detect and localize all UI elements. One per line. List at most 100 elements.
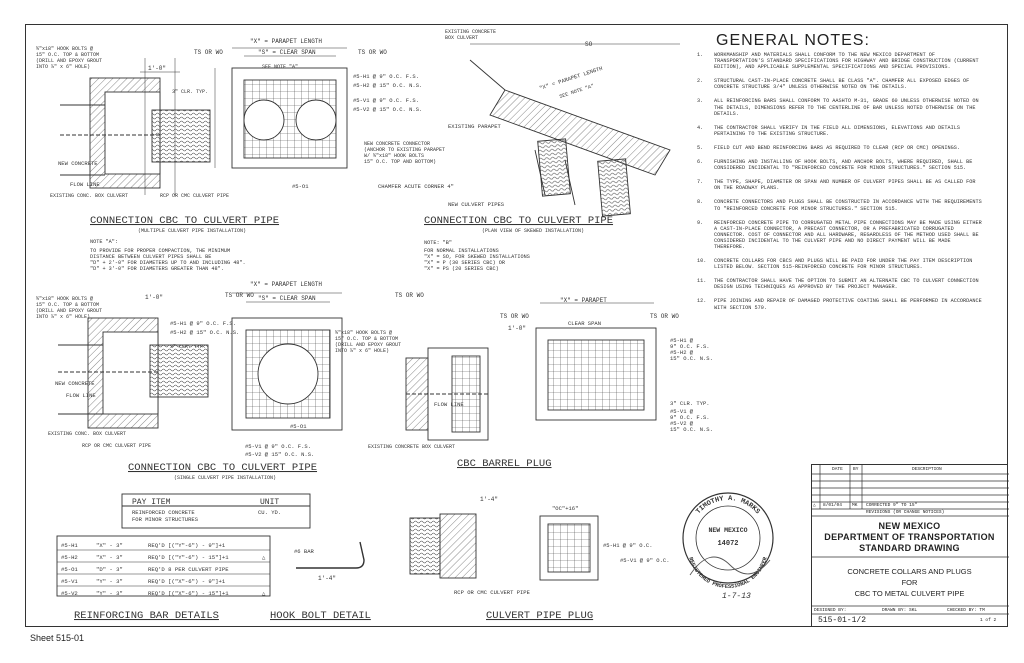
tb-header-date: DATE (832, 467, 843, 472)
general-note-number: 7. (697, 179, 704, 186)
tb-drawing-number: 515-01-1/2 (818, 616, 867, 625)
tb-agency-2: DEPARTMENT OF TRANSPORTATION (824, 532, 995, 542)
general-note-item: 5.Field cut and bend reinforcing bars as… (697, 145, 982, 151)
tb-drawn: DRAWN BY: SKL (882, 608, 918, 613)
tb-header-desc: DESCRIPTION (912, 467, 942, 472)
new-culvert-pipes: NEW CULVERT PIPES (448, 201, 505, 208)
detail-3-elevation (231, 292, 343, 431)
general-note-item: 6.Furnishing and installing of hook bolt… (697, 159, 982, 171)
general-note-number: 12. (697, 298, 707, 305)
flow-line-4: FLOW LINE (434, 401, 464, 408)
parapet-length-1: "X" = PARAPET LENGTH (250, 38, 322, 45)
tb-agency-1: NEW MEXICO (878, 521, 941, 531)
sheet-label: Sheet 515-01 (30, 633, 85, 643)
bar-mark: #5-H1 (61, 542, 78, 549)
plug-len-label: 1'-4" (480, 496, 498, 503)
culvert-plug-drawing (409, 513, 599, 581)
note-a-line2: DISTANCE BETWEEN CULVERT PIPES SHALL BE (90, 254, 211, 260)
note-b-line2: "X" = SO, FOR SKEWED INSTALLATIONS (424, 254, 530, 260)
bar-required: REQ'D 8 PER CULVERT PIPE (148, 566, 229, 573)
tb-title-1: CONCRETE COLLARS AND PLUGS (847, 567, 972, 576)
see-note-a-1: SEE NOTE "A" (262, 64, 298, 70)
general-note-text: Field cut and bend reinforcing bars as r… (714, 144, 960, 151)
tb-designed: DESIGNED BY: (814, 608, 847, 613)
general-note-number: 10. (697, 258, 707, 265)
note-a-line1: TO PROVIDE FOR PROPER COMPACTION, THE MI… (90, 248, 230, 254)
existing-box-1: EXISTING CONC. BOX CULVERT (50, 193, 128, 199)
general-note-text: The contractor shall verify in the field… (714, 124, 960, 137)
general-notes-title: GENERAL NOTES: (716, 32, 870, 49)
tb-checked: CHECKED BY: TM (947, 608, 985, 613)
h1-label-3: #5-H1 @ 9" O.C. F.S. (170, 320, 236, 327)
o1-label-3: #5-O1 (290, 423, 307, 430)
clr-typ-1: 3" CLR. TYP. (172, 89, 208, 95)
detail-4-plug (405, 302, 657, 441)
bar-dimension: "Y" - 3" (96, 590, 123, 597)
ts-or-wo-3b: TS OR WO (395, 292, 424, 299)
seal-state: NEW MEXICO (708, 527, 747, 534)
pay-unit-value: CU. YD. (258, 509, 281, 516)
note-a-head: NOTE "A": (90, 239, 118, 245)
hook-bolt-drawing (296, 541, 365, 569)
general-note-text: Pipe joining and repair of damaged prote… (714, 298, 982, 311)
bar-revision-flag: △ (262, 554, 266, 561)
detail-2-title: CONNECTION CBC TO CULVERT PIPE (424, 215, 613, 227)
bar-required: REQ'D [("Y"-6") - 9"]+1 (148, 542, 226, 549)
note-b-line4: "X" = PS (20 SERIES CBC) (424, 266, 499, 272)
general-note-text: All reinforcing bars shall conform to AA… (714, 98, 979, 117)
seal-name: TIMOTHY A. MARKS (695, 495, 761, 516)
general-notes-list: 1.Workmanship and materials shall confor… (697, 52, 982, 319)
general-note-item: 2.Structural cast-in-place concrete shal… (697, 78, 982, 90)
note-b-head: NOTE: "B" (424, 240, 452, 246)
dim-one-ft-3: 1'-0" (145, 294, 163, 301)
v1-label-3: #5-V1 @ 9" O.C. F.S. (245, 443, 311, 450)
new-concrete-3: NEW CONCRETE (55, 380, 95, 387)
v2-label-3: #5-V2 @ 15" O.C. N.S. (245, 451, 314, 458)
general-note-text: Structural cast-in-place concrete shall … (714, 78, 970, 91)
plug-oc-label: "OC"+16" (552, 505, 578, 512)
rcp-cmc-3: RCP OR CMC CULVERT PIPE (82, 443, 151, 449)
general-note-text: Reinforced concrete pipe to corrugated m… (714, 219, 982, 250)
flow-line-1: FLOW LINE (70, 181, 100, 188)
tb-title-2: FOR (901, 578, 918, 587)
bar-table (56, 535, 271, 597)
detail-7-title: CULVERT PIPE PLUG (486, 610, 593, 622)
tb-agency-3: STANDARD DRAWING (859, 543, 960, 553)
v2-label-1: #5-V2 @ 15" O.C. N.S. (353, 106, 422, 113)
general-note-number: 6. (697, 159, 704, 166)
ts-or-wo-1b: TS OR WO (358, 49, 387, 56)
seal-caption: REGISTERED PROFESSIONAL ENGINEER (687, 556, 769, 591)
bar-dimension: "X" - 3" (96, 554, 123, 561)
dim-one-ft-4: 1'-0" (508, 325, 526, 332)
bar-mark: #5-V1 (61, 578, 78, 585)
general-note-item: 9.Reinforced concrete pipe to corrugated… (697, 220, 982, 250)
detail-6-title: HOOK BOLT DETAIL (270, 610, 371, 622)
plug-rcp-label: RCP OR CMC CULVERT PIPE (454, 589, 531, 596)
detail-1-title: CONNECTION CBC TO CULVERT PIPE (90, 215, 279, 227)
flow-line-3: FLOW LINE (66, 392, 96, 399)
plug-v1-label: #5-V1 @ 9" O.C. (620, 557, 670, 564)
general-note-number: 11. (697, 278, 707, 285)
seal-number: 14072 (717, 540, 738, 548)
dim-one-ft-1: 1'-0" (148, 65, 166, 72)
general-note-text: The contractor shall have the option to … (714, 278, 979, 291)
general-note-text: Concrete collars for CBCs and plugs will… (714, 258, 973, 271)
v1-label-4: 3" CLR. TYP.#5-V1 @9" O.C. F.S.#5-V2 @15… (670, 400, 713, 433)
bar-dimension: "Y" - 3" (96, 578, 123, 585)
drawing-border (25, 24, 1008, 627)
ts-or-wo-4a: TS OR WO (500, 313, 529, 320)
six-bar-label: #6 BAR (294, 548, 315, 555)
hook-bolt-label-1: ¾"x18" HOOK BOLTS @15" O.C. TOP & BOTTOM… (36, 46, 102, 70)
bar-mark: #5-H2 (61, 554, 78, 561)
note-a-line3: "D" + 2'-0" FOR DIAMETERS UP TO AND INCL… (90, 260, 246, 266)
ts-or-wo-4b: TS OR WO (650, 313, 679, 320)
general-note-item: 8.Concrete connectors and plugs shall be… (697, 199, 982, 211)
title-block-grid (812, 465, 1009, 615)
ts-or-wo-3a: TS OR WO (225, 292, 254, 299)
ts-or-wo-1a: TS OR WO (194, 49, 223, 56)
bar-mark: #5-O1 (61, 566, 78, 573)
parapet-label-4: "X" = PARAPET (560, 297, 607, 304)
seal-date: 1-7-13 (722, 592, 751, 601)
